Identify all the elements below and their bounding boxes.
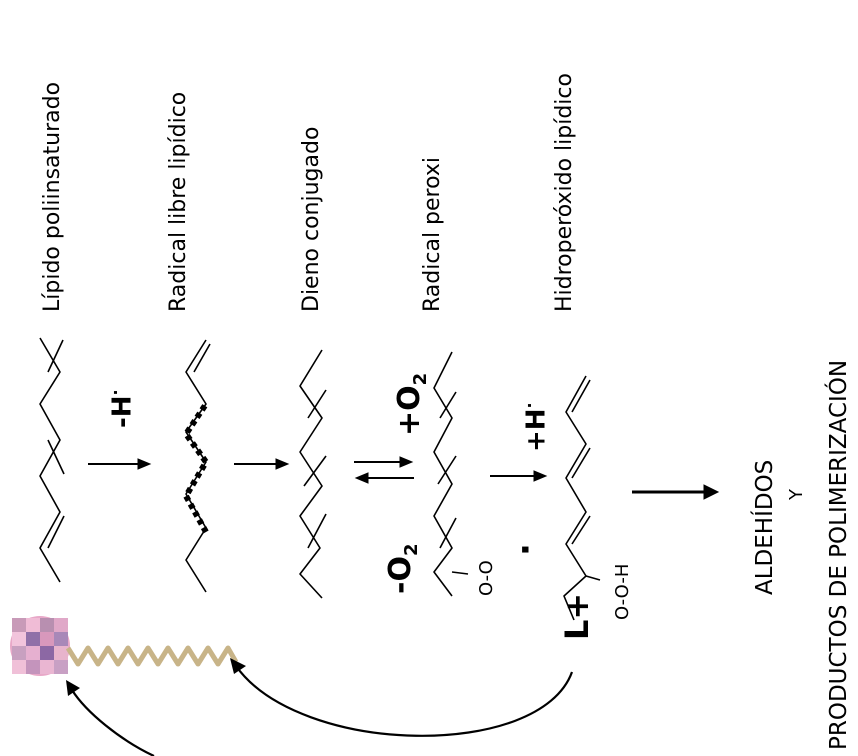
arrow-to-products [632, 484, 720, 500]
structure-lipid-hydroperoxide [563, 375, 601, 621]
propagation-arrowhead-2 [66, 680, 80, 696]
phospholipid-head [10, 616, 70, 676]
structure-conjugated-diene [299, 349, 327, 599]
fatty-acid-tail [65, 645, 239, 667]
propagation-curve-1 [235, 665, 574, 737]
propagation-curve-2 [71, 689, 155, 756]
propagation-arrowhead-1 [230, 658, 246, 674]
arrow-3-to-4-equilibrium [354, 456, 414, 484]
arrow-4-to-5 [490, 470, 548, 482]
arrow-2-to-3 [234, 458, 290, 470]
structure-polyunsaturated-lipid [39, 337, 65, 583]
arrow-1-to-2 [88, 458, 152, 470]
structure-peroxy-radical [433, 351, 469, 597]
structure-lipid-free-radical [183, 339, 211, 593]
